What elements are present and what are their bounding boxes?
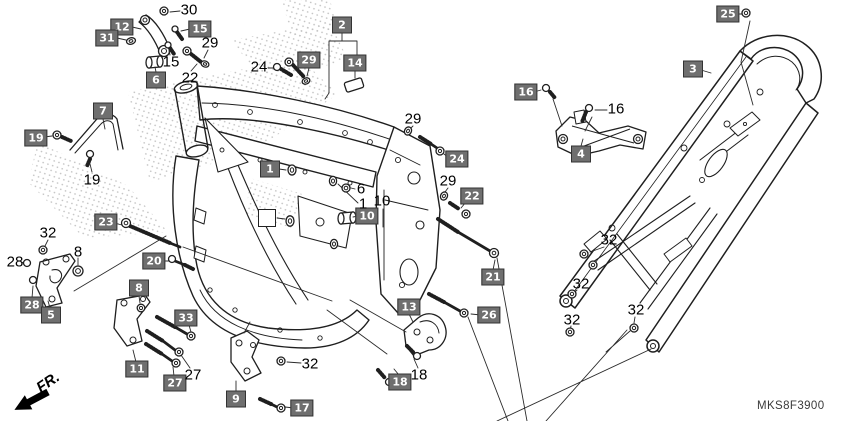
callout-box-18-19: 18 [388, 373, 412, 391]
callout-box-6-3: 6 [146, 71, 166, 89]
callout-22-3: 22 [181, 69, 199, 87]
callout-15-2: 15 [162, 53, 180, 71]
callout-box-31-1: 31 [95, 29, 119, 47]
callout-27-14: 27 [184, 366, 202, 384]
callout-box-3-29: 3 [683, 60, 703, 78]
fr-arrow-icon [14, 388, 50, 410]
callout-19-5: 19 [83, 171, 101, 189]
callout-box-9-17: 9 [226, 390, 246, 408]
callout-box-7-4: 7 [93, 102, 113, 120]
callout-8-12: 8 [73, 243, 83, 261]
callout-box-4-28: 4 [571, 145, 591, 163]
part-code-text: MKS8F3900 [757, 400, 825, 412]
callout-box-21-25: 21 [481, 268, 505, 286]
callout-box-27-16: 27 [163, 374, 187, 392]
callout-30-0: 30 [180, 1, 198, 19]
main-frame-drawing [172, 80, 441, 349]
callout-box-2-7: 2 [332, 16, 352, 34]
callout-box-11-15: 11 [125, 360, 149, 378]
callout-box-23-9: 23 [94, 213, 118, 231]
callout-6-8: 6 [356, 180, 366, 198]
callout-32-11: 32 [39, 224, 57, 242]
callout-29-6: 29 [404, 110, 422, 128]
callout-box-5-14: 5 [41, 306, 61, 324]
callout-box-29-6: 29 [297, 51, 321, 69]
callout-29-7: 29 [439, 172, 457, 190]
callout-16-17: 16 [607, 100, 625, 118]
fastener-glyphs [22, 6, 751, 413]
callout-10-10: 10 [373, 192, 391, 210]
callout-32-19: 32 [572, 275, 590, 293]
callout-box-25-30: 25 [716, 5, 740, 23]
callout-box-13-20: 13 [397, 298, 421, 316]
callout-box-14-8: 14 [343, 54, 367, 72]
rear-subframe-drawing [559, 34, 822, 353]
callout-box-1-21: 1 [260, 160, 280, 178]
callout-32-21: 32 [627, 301, 645, 319]
callout-box-16-27: 16 [514, 83, 538, 101]
callout-box-28-13: 28 [20, 296, 44, 314]
callout-32-20: 32 [563, 311, 581, 329]
empty-callout-box [258, 209, 276, 227]
callout-box-19-5: 19 [24, 129, 48, 147]
callout-24-4: 24 [250, 58, 268, 76]
callout-32-18: 32 [600, 231, 618, 249]
callout-box-17-18: 17 [290, 399, 314, 417]
callout-18-16: 18 [410, 366, 428, 384]
callout-box-15-2: 15 [188, 20, 212, 38]
callout-29-1: 29 [201, 34, 219, 52]
callout-28-13: 28 [6, 253, 24, 271]
callout-box-22-24: 22 [460, 187, 484, 205]
callout-32-15: 32 [301, 355, 319, 373]
callout-box-24-23: 24 [445, 150, 469, 168]
callout-box-20-10: 20 [142, 252, 166, 270]
callout-box-8-11: 8 [129, 279, 149, 297]
callout-box-10-22: 10 [355, 207, 379, 225]
engine-hanger-drawing [555, 109, 647, 157]
callout-box-26-26: 26 [477, 306, 501, 324]
callout-box-33-12: 33 [174, 309, 198, 327]
callout-1-9: 1 [358, 195, 368, 213]
